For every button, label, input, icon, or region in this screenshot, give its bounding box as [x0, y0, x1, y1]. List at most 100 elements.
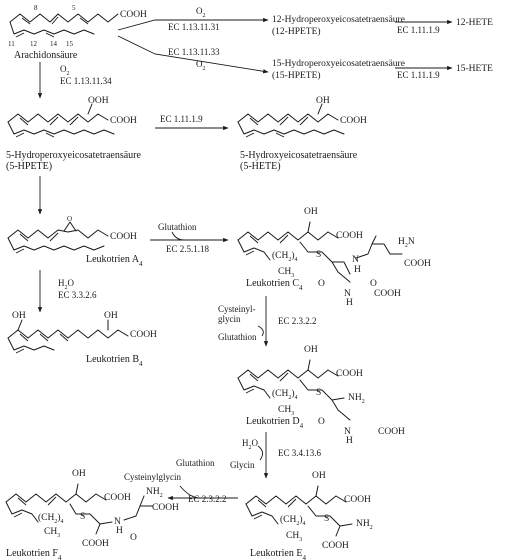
carbon-number-14: 14 [50, 40, 58, 48]
ltd4-structure [237, 359, 351, 421]
lte4-oh: OH [312, 471, 326, 481]
hete5-structure [237, 103, 345, 138]
lte4-structure [245, 485, 353, 537]
cysgly-label-3: Cysteinylglycin [124, 472, 181, 482]
ltc4-name: Leukotrien C4 [246, 278, 303, 292]
ltc4-cooh3: COOH [374, 289, 401, 299]
glycin-label: Glycin [230, 460, 255, 470]
ltf4-s: S [80, 512, 85, 522]
hete5-cooh: COOH [340, 116, 367, 126]
ec-12lox: EC 1.13.11.31 [168, 22, 220, 32]
lta4-epoxide-o: O [67, 215, 72, 223]
ltd4-oh: OH [304, 345, 318, 355]
ec-15lox: EC 1.13.11.33 [168, 47, 220, 57]
ltc4-n2: N [344, 289, 351, 299]
ltf4-nh2: NH2 [146, 487, 163, 499]
ltd4-h: H [346, 436, 353, 446]
h2o-lte4: H2O [242, 438, 259, 451]
lte4-name: Leukotrien E4 [250, 548, 306, 560]
ltc4-n1: N [352, 255, 359, 265]
lte4-nh2: NH2 [356, 519, 373, 531]
hpete12-name: 12-Hydroperoxyeicosatetraensäure [272, 15, 405, 25]
ltc4-ch3: CH3 [278, 267, 294, 279]
ec-gpx-15: EC 1.11.1.9 [397, 70, 440, 80]
hpete5-name: 5-Hydroperoxyeicosatetraensäure [6, 150, 141, 161]
ltd4-nh2: NH2 [348, 393, 365, 405]
cysgly-glut-curve [257, 325, 264, 337]
ltb4-name: Leukotrien B4 [86, 354, 143, 368]
arachidonic-acid-structure [9, 13, 119, 38]
lte4-cooh2: COOH [322, 541, 349, 551]
ltd4-ch3: CH3 [278, 405, 294, 417]
arachidonic-acid-label: Arachidonsäure [14, 50, 78, 61]
ltf4-ch3: CH3 [44, 527, 60, 539]
cysgly-label-a: Cysteinyl- [218, 304, 256, 314]
arrow-12-lox [117, 17, 269, 31]
ltd4-cooh: COOH [336, 369, 363, 379]
hpete15-name: 15-Hydroperoxyeicosatetraensäure [272, 59, 405, 69]
arachidonic-cooh: COOH [120, 10, 147, 20]
ltf4-o: O [130, 533, 137, 543]
hete5-name: 5-Hydroxyeicosatetraensäure [240, 150, 358, 161]
ltc4-structure [237, 221, 403, 283]
ltf4-cooh2: COOH [152, 503, 179, 513]
ec-dipeptidase: EC 3.4.13.6 [278, 448, 322, 458]
hete12-name: 12-HETE [456, 18, 493, 28]
arrow-15-lox [117, 35, 269, 74]
cysgly-label-b: glycin [218, 314, 241, 324]
carbon-number-8: 8 [34, 4, 38, 12]
ltf4-oh: OH [72, 469, 86, 479]
ltc4-cooh: COOH [336, 231, 363, 241]
ltc4-h2: H [346, 298, 353, 308]
hete15-name: 15-HETE [456, 64, 493, 74]
carbon-number-5: 5 [72, 4, 76, 12]
glutathion-label-3: Glutathion [176, 458, 215, 468]
ec-gpx-12: EC 1.11.1.9 [397, 25, 440, 35]
ec-ggt-a: EC 2.3.2.2 [278, 316, 317, 326]
lta4-structure [7, 221, 109, 254]
glutathion-in-label: Glutathion [158, 222, 197, 232]
ec-hydrolase: EC 3.3.2.6 [58, 290, 97, 300]
o2-15lox: O2 [196, 59, 206, 72]
hete5-abbr: (5-HETE) [240, 161, 281, 172]
ltf4-structure [5, 483, 153, 535]
hpete15-abbr: (15-HPETE) [272, 70, 321, 81]
carbon-number-15: 15 [66, 40, 74, 48]
o2-12lox: O2 [196, 6, 206, 19]
lta4-name: Leukotrien A4 [86, 254, 143, 268]
o2-5lox: O2 [60, 64, 70, 77]
hpete5-abbr: (5-HPETE) [6, 161, 52, 172]
ltf4-name: Leukotrien F4 [6, 548, 62, 560]
ltf4-cooh: COOH [104, 493, 131, 503]
ltf4-n: N [114, 517, 121, 527]
ec-ggt-b: EC 2.3.2.2 [188, 494, 227, 504]
glutathion-cysgly-curve [179, 485, 201, 499]
lte4-ch3: CH3 [286, 531, 302, 543]
ltd4-ch2: (CH2)4 [272, 388, 298, 401]
ltf4-h: H [116, 526, 123, 536]
lte4-s: S [324, 514, 329, 524]
lta4-cooh: COOH [110, 232, 137, 242]
ltb4-oh2: OH [104, 311, 118, 321]
ltd4-name: Leukotrien D4 [246, 416, 304, 430]
ltd4-s: S [316, 388, 321, 398]
ltd4-n: N [344, 427, 351, 437]
hete5-oh: OH [316, 96, 330, 106]
ltc4-s: S [316, 250, 321, 260]
ltb4-structure [7, 319, 129, 354]
ltc4-ch2: (CH2)4 [272, 250, 298, 263]
ltc4-o1: O [370, 279, 377, 289]
hpete12-abbr: (12-HPETE) [272, 26, 321, 37]
ec-gpx-5: EC 1.11.1.9 [160, 114, 203, 124]
lte4-cooh: COOH [344, 495, 371, 505]
ltc4-h1: H [354, 265, 361, 275]
h2o-glycin-curve [257, 445, 263, 461]
lte4-ch2: (CH2)4 [280, 514, 306, 527]
ltc4-oh: OH [304, 207, 318, 217]
ltf4-cooh3: COOH [82, 539, 109, 549]
hpete5-cooh: COOH [110, 116, 137, 126]
glutathion-in-curve [171, 231, 185, 241]
ltc4-cooh2: COOH [404, 259, 431, 269]
